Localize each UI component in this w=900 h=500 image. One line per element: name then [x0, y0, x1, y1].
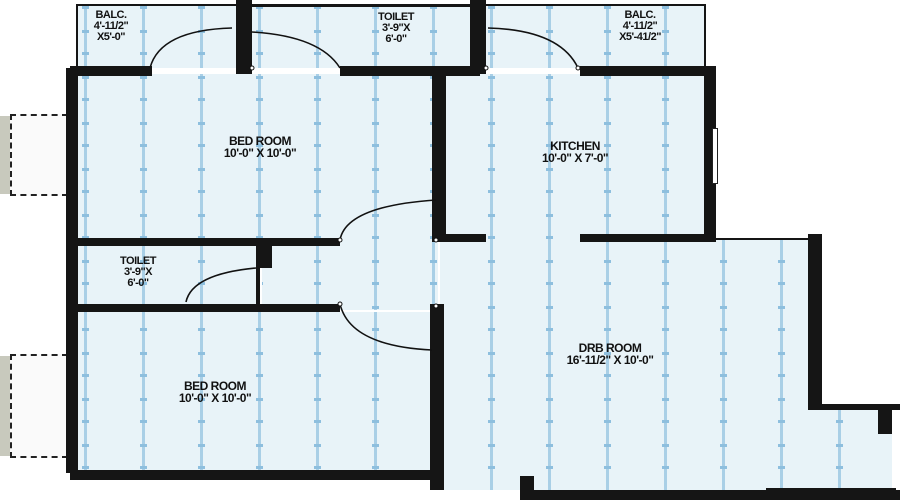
drawing-room-label: DRB ROOM 16'-11/2" X 10'-0"	[500, 342, 720, 366]
window-kitchen-right	[712, 128, 718, 184]
room-name: BED ROOM	[184, 379, 247, 393]
wall-balcony-top-left	[70, 66, 152, 76]
room-name: BED ROOM	[229, 134, 292, 148]
kitchen-label: KITCHEN 10'-0" X 7'-0"	[490, 140, 660, 164]
balcony-2-label: BALC. 4'-11/2" X5'-41/2"	[595, 10, 685, 43]
wall-kitchen-right	[704, 66, 716, 242]
room-dim: 3'-9"X	[123, 266, 153, 278]
wall-toilet2-pillar	[256, 244, 272, 268]
door-swing-bedroom-1	[339, 199, 437, 241]
wall-drawing-right	[808, 234, 822, 410]
bedroom-1-label: BED ROOM 10'-0" X 10'-0"	[160, 135, 360, 159]
wall-bottom-left	[70, 470, 442, 480]
balcony-1-label: BALC. 4'-11/2" X5'-0"	[80, 10, 142, 43]
room-dim: X5'-0"	[96, 31, 126, 43]
bedroom-2-label: BED ROOM 10'-0" X 10'-0"	[115, 380, 315, 404]
wall-bottom-connector	[520, 476, 534, 500]
wall-kitchen-top	[580, 66, 716, 76]
door-swing-balcony-1	[149, 27, 233, 69]
balcony-2-outline-top	[486, 4, 706, 6]
wall-left	[66, 68, 78, 473]
wall-bedroom-kitchen-divider	[432, 68, 446, 240]
toilet-2-label: TOILET 3'-9"X 6'-0"	[100, 256, 176, 289]
room-dim: 4'-11/2"	[93, 20, 129, 32]
room-dim: 10'-0" X 7'-0"	[541, 151, 609, 165]
wall-kitchen-bottom-right	[580, 234, 716, 242]
balcony-1-outline-top	[78, 4, 238, 6]
drawing-top-outline	[716, 238, 810, 240]
room-dim: 6'-0"	[127, 277, 149, 289]
wall-toilet2-right	[256, 244, 260, 306]
toilet-1-label: TOILET 3'-9"X 6'-0"	[360, 12, 432, 45]
bottom-thin-line	[766, 488, 896, 490]
room-dim: 10'-0" X 10'-0"	[223, 146, 297, 160]
wall-drawing-step	[808, 404, 900, 410]
room-dim: 6'-0"	[385, 33, 407, 45]
room-dim: 4'-11/2"	[622, 20, 658, 32]
room-dim: 16'-11/2" X 10'-0"	[566, 353, 654, 367]
door-swing-toilet-1	[251, 31, 341, 69]
wall-bottom-right	[530, 490, 900, 500]
wall-toilet1-bottom	[340, 66, 480, 76]
wall-drawing-pillar-right	[878, 408, 892, 434]
door-swing-balcony-2	[487, 27, 579, 69]
room-name: DRB ROOM	[578, 341, 642, 355]
wall-bedroom2-top	[70, 304, 340, 312]
room-dim: X5'-41/2"	[619, 31, 661, 43]
room-name: TOILET	[120, 255, 156, 267]
room-dim: 3'-9"X	[381, 22, 411, 34]
door-swing-toilet-2	[185, 267, 257, 303]
wall-bedroom1-bottom-left	[70, 238, 340, 246]
room-dim: 10'-0" X 10'-0"	[178, 391, 252, 405]
wall-kitchen-bottom-left	[432, 234, 486, 242]
room-name: KITCHEN	[550, 139, 600, 153]
wall-bedroom2-right	[430, 304, 444, 490]
room-name: BALC.	[624, 9, 656, 21]
room-name: TOILET	[378, 11, 414, 23]
toilet-1-outline-top	[252, 4, 472, 7]
room-name: BALC.	[95, 9, 127, 21]
balcony-2-outline-right	[704, 4, 706, 68]
wall-pillar-top-right	[470, 0, 486, 74]
balcony-1-outline-left	[76, 4, 78, 68]
door-swing-bedroom-2	[339, 303, 433, 351]
wall-pillar-top-center	[236, 0, 252, 74]
